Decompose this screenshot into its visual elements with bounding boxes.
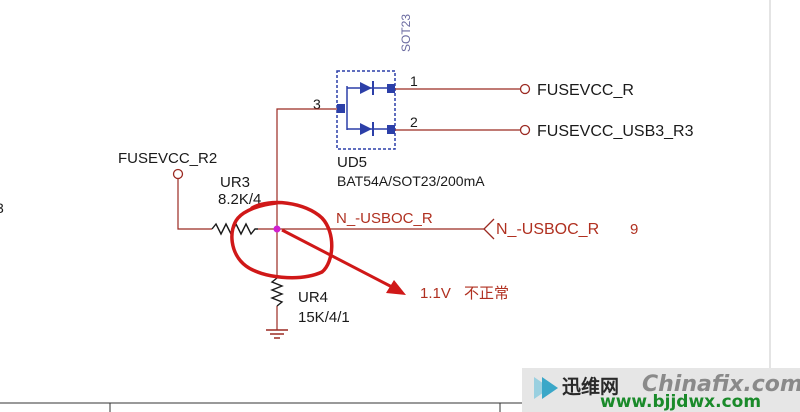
diode-pin2-label: 2: [410, 114, 418, 130]
net-label-n-usboc-r: N_-USBOC_R: [336, 210, 433, 227]
ur3-value: 8.2K/4: [218, 191, 261, 208]
net-label-fusevcc-r: FUSEVCC_R: [537, 82, 634, 99]
connector-fusevcc-r[interactable]: [519, 83, 531, 95]
watermark-logo-icon: [534, 377, 558, 399]
wires: [177, 88, 520, 330]
diode-package-outline: [336, 70, 396, 150]
connector-fusevcc-r2[interactable]: [172, 168, 184, 180]
diode-part-value: BAT54A/SOT23/200mA: [337, 173, 485, 189]
diode-pin3-label: 3: [313, 96, 321, 112]
resistor-ur4-icon[interactable]: [270, 277, 284, 307]
diode-ud5[interactable]: [336, 70, 396, 150]
watermark: 迅维网 Chinafix.com www.bjjdwx.com: [522, 368, 800, 412]
ur4-designator: UR4: [298, 289, 328, 306]
net-label-fusevcc-usb3-r3: FUSEVCC_USB3_R3: [537, 123, 694, 140]
watermark-brand-cn: 迅维网: [562, 376, 620, 398]
ground-icon: [266, 329, 288, 339]
diode-pin2-pad: [387, 125, 395, 134]
connector-fusevcc-usb3-r3[interactable]: [519, 124, 531, 136]
package-label: SOT23: [399, 14, 413, 52]
annotation-arrow-head: [386, 280, 406, 295]
annotation-measurement: 1.1V: [420, 285, 451, 302]
port-sheet-ref: 9: [630, 221, 638, 238]
annotation-note: 不正常: [464, 284, 509, 302]
junction-node[interactable]: [273, 225, 281, 233]
wire-fusevcc-r2: [177, 179, 212, 230]
diode-lower-icon: [360, 123, 372, 135]
annotation-circle: [230, 200, 334, 280]
diode-pin1-pad: [387, 84, 395, 93]
net-label-fusevcc-r2: FUSEVCC_R2: [118, 150, 217, 167]
diode-designator: UD5: [337, 154, 367, 171]
ur4-value: 15K/4/1: [298, 309, 350, 326]
annotation-arrow-line: [281, 228, 395, 290]
ur3-designator: UR3: [220, 174, 250, 191]
left-edge-fragment: 3: [0, 200, 4, 216]
port-n-usboc-r-icon[interactable]: [483, 218, 495, 240]
diode-pin3-pad: [337, 104, 345, 113]
port-label-n-usboc-r: N_-USBOC_R: [496, 221, 599, 238]
diode-pin1-label: 1: [410, 73, 418, 89]
watermark-brand-en: Chinafix.com: [642, 372, 800, 397]
wire-pin3: [276, 108, 337, 229]
watermark-url: www.bjjdwx.com: [600, 392, 762, 412]
diode-upper-icon: [360, 82, 372, 94]
